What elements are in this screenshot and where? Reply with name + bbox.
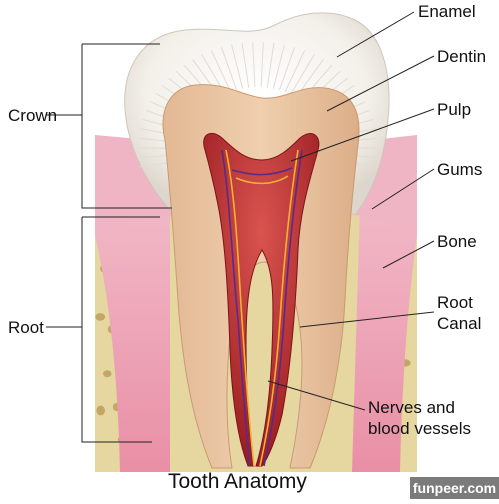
label-bone: Bone [437,232,477,251]
enamel-striation [220,47,238,91]
bone-pore [96,405,105,416]
enamel-striation [252,42,256,88]
bone-pore [103,370,112,378]
label-root-canal: Root Canal [437,292,481,334]
diagram-title: Tooth Anatomy [168,470,307,493]
enamel-striation [260,42,264,88]
label-nerves-line2: blood vessels [368,419,472,438]
pointer-lines [267,11,435,411]
watermark: funpeer.com [410,477,499,499]
label-root: Root [8,318,44,337]
label-nerves-and-blood-vessels: Nerves and blood vessels [368,397,471,439]
enamel-striation [284,50,306,93]
label-crown: Crown [8,106,58,125]
label-enamel: Enamel [418,2,476,21]
bracket-lines [46,43,172,443]
bone-pore [95,313,106,321]
label-pulp: Pulp [437,100,472,119]
label-root-canal-line2: Canal [437,314,482,333]
label-root-canal-line1: Root [437,293,473,312]
label-gums: Gums [437,160,483,179]
enamel-striation [231,44,244,89]
enamel-striation [266,42,275,88]
enamel-striation [272,44,285,89]
enamel-striation [210,50,232,93]
enamel-striation [290,54,315,95]
enamel-striation [278,47,296,91]
pulp-chamber [203,132,320,467]
nerves-and-vessels [221,149,303,467]
label-nerves-line1: Nerves and [368,398,455,417]
enamel-striation [241,42,250,88]
label-dentin: Dentin [437,47,487,66]
